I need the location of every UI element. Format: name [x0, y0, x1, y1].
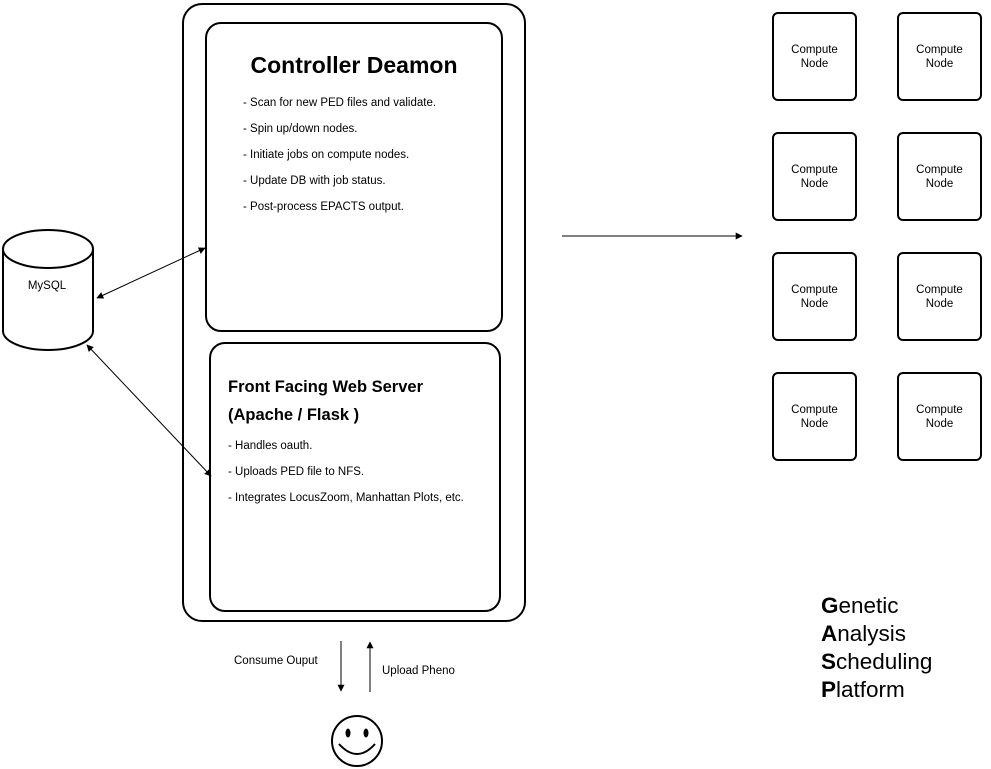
acronym-initial: A [821, 621, 838, 646]
controller-bullet-list: - Scan for new PED files and validate. -… [243, 90, 436, 220]
controller-bullet: - Initiate jobs on compute nodes. [243, 149, 410, 161]
compute-node-label: Node [800, 57, 829, 70]
compute-node-label: Compute [791, 403, 838, 416]
acronym-rest: latform [836, 677, 905, 702]
server-container [182, 3, 526, 622]
acronym-line: Genetic [821, 592, 932, 620]
acronym-line: Scheduling [821, 648, 932, 676]
acronym-rest: enetic [838, 593, 899, 618]
compute-node-label: Compute [916, 403, 963, 416]
acronym-rest: nalysis [837, 621, 907, 646]
compute-node-label: Node [800, 417, 829, 430]
mysql-label: MySQL [27, 280, 67, 292]
controller-daemon-box [205, 22, 503, 332]
controller-bullet: - Scan for new PED files and validate. [243, 97, 437, 109]
mysql-webserver-connector [86, 344, 212, 477]
web-server-title-line1: Front Facing Web Server [228, 378, 423, 396]
compute-node-label: Node [925, 57, 954, 70]
platform-acronym: Genetic Analysis Scheduling Platform [821, 592, 932, 704]
compute-node-label: Node [800, 177, 829, 190]
compute-node-label: Node [925, 177, 954, 190]
compute-node-label: Compute [791, 283, 838, 296]
web-server-box [209, 342, 501, 612]
acronym-line: Analysis [821, 620, 932, 648]
consume-output-label: Consume Ouput [234, 655, 318, 667]
acronym-rest: cheduling [836, 649, 933, 674]
compute-node-label: Compute [791, 163, 838, 176]
acronym-initial: S [821, 649, 837, 674]
compute-node-label: Node [925, 297, 954, 310]
web-server-title-line2: (Apache / Flask ) [228, 406, 360, 424]
smiley-face-icon [331, 715, 383, 767]
compute-node-label: Node [925, 417, 954, 430]
controller-bullet: - Post-process EPACTS output. [243, 201, 404, 213]
compute-node-label: Compute [791, 43, 838, 56]
web-server-bullet: - Handles oauth. [228, 440, 313, 452]
database-cylinder-icon [2, 229, 94, 351]
web-server-bullet: - Uploads PED file to NFS. [228, 466, 365, 478]
compute-node-label: Compute [916, 163, 963, 176]
web-server-bullet-list: - Handles oauth. - Uploads PED file to N… [228, 433, 464, 511]
mysql-controller-connector [96, 247, 206, 299]
compute-node-label: Node [800, 297, 829, 310]
controller-bullet: - Spin up/down nodes. [243, 123, 358, 135]
compute-node-label: Compute [916, 43, 963, 56]
acronym-initial: P [821, 677, 837, 702]
web-server-title: Front Facing Web Server (Apache / Flask … [228, 373, 423, 429]
upload-pheno-label: Upload Pheno [382, 665, 455, 677]
controller-title: Controller Deamon [250, 52, 458, 78]
controller-bullet: - Update DB with job status. [243, 175, 386, 187]
compute-node-label: Compute [916, 283, 963, 296]
acronym-line: Platform [821, 676, 932, 704]
acronym-initial: G [821, 593, 839, 618]
web-server-bullet: - Integrates LocusZoom, Manhattan Plots,… [228, 492, 464, 504]
